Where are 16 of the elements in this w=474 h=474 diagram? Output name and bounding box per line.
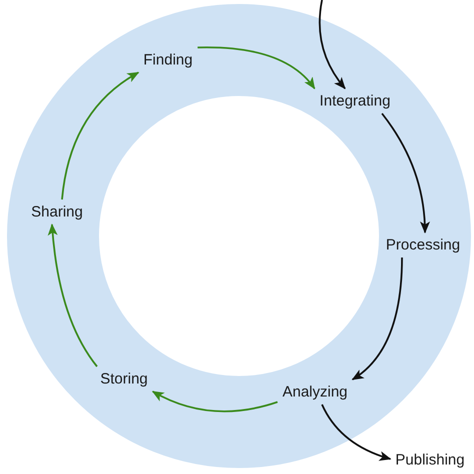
- stage-label: Finding: [141, 50, 195, 70]
- arrow: [321, 404, 392, 461]
- arrow: [318, 0, 346, 90]
- arrow: [48, 224, 98, 368]
- stage-label: Sharing: [29, 202, 85, 222]
- stage-label: Publishing: [393, 450, 467, 470]
- stage-label: Processing: [384, 236, 462, 254]
- arrow: [152, 390, 278, 412]
- arrow: [352, 257, 403, 380]
- stage-label: Analyzing: [280, 382, 350, 402]
- stage-label: Integrating: [318, 92, 392, 110]
- arrow: [61, 72, 140, 200]
- arrow: [381, 112, 430, 234]
- stage-label: Storing: [98, 370, 150, 388]
- ring-band: [7, 4, 471, 468]
- arrow: [198, 46, 316, 90]
